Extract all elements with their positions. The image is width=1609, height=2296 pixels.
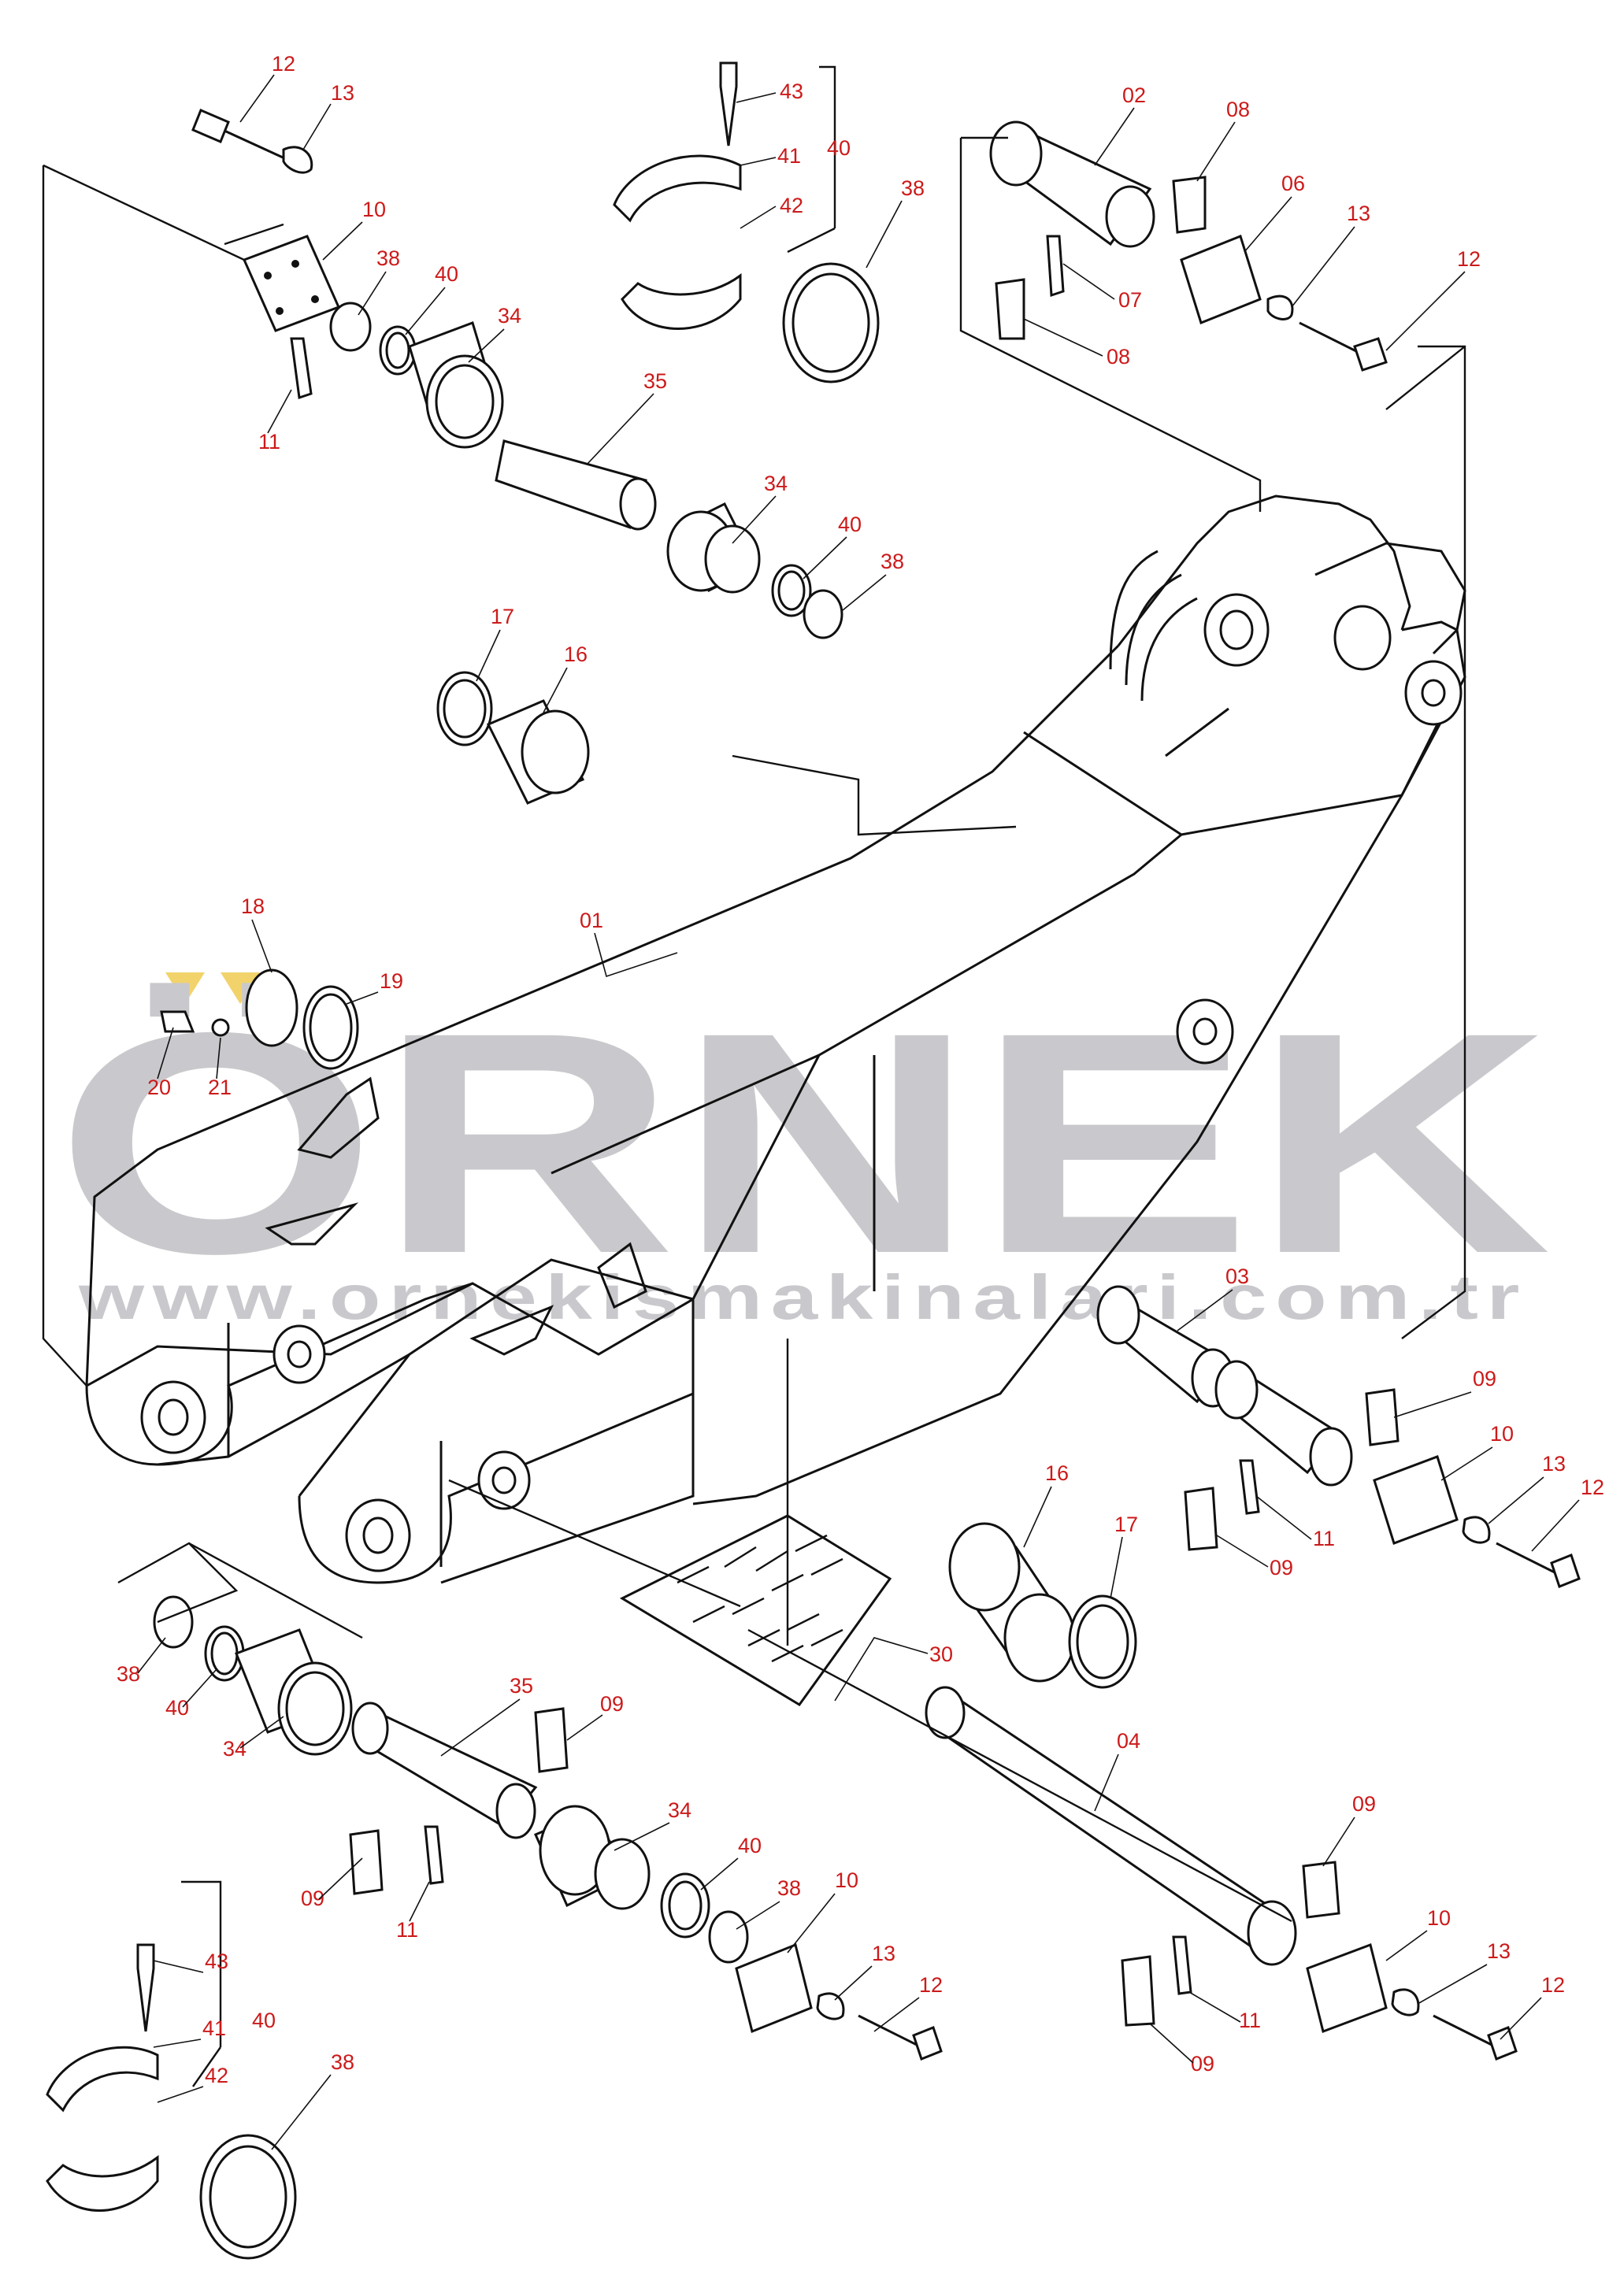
callout-label: 40 [738, 1834, 762, 1857]
callout-label: 06 [1281, 172, 1305, 195]
callout-label: 11 [258, 430, 280, 454]
callout-label: 38 [376, 246, 400, 270]
callout-label: 35 [643, 369, 667, 393]
callout-label: 04 [1117, 1729, 1140, 1753]
callout-label: 41 [777, 144, 801, 168]
callout-label: 02 [1122, 83, 1146, 107]
callout-label: 13 [1347, 202, 1370, 225]
callout-label: 09 [301, 1887, 324, 1910]
callout-label: 40 [165, 1696, 189, 1720]
callout-label: 38 [901, 176, 925, 200]
callout-label: 13 [331, 81, 354, 105]
callout-label: 40 [252, 2009, 276, 2032]
callout-label: 38 [777, 1876, 801, 1900]
callout-label: 11 [1313, 1527, 1335, 1550]
callout-label: 09 [1352, 1792, 1376, 1816]
callout-label: 17 [1114, 1513, 1138, 1536]
assembly-dashed-lines [42, 65, 1466, 2087]
callout-label: 01 [580, 909, 603, 932]
callout-label: 09 [1473, 1367, 1496, 1391]
callout-label: 08 [1107, 345, 1130, 368]
callout-label: 19 [380, 969, 403, 993]
callout-label: 40 [838, 513, 862, 536]
callout-label: 38 [117, 1662, 140, 1686]
callout-label: 34 [668, 1798, 691, 1822]
callout-label: 20 [147, 1076, 171, 1099]
callout-label: 42 [205, 2064, 228, 2087]
callout-labels: 12 13 10 11 38 40 34 35 34 40 38 43 41 4… [117, 52, 1604, 2087]
callout-label: 03 [1225, 1265, 1249, 1288]
callout-label: 38 [881, 550, 904, 573]
callout-label: 12 [1541, 1973, 1565, 1997]
callout-label: 34 [764, 472, 788, 495]
callout-label: 09 [1270, 1556, 1293, 1579]
boom-body [85, 494, 1466, 1584]
callout-label: 11 [396, 1918, 418, 1942]
callout-label: 40 [827, 136, 851, 160]
callout-label: 43 [205, 1950, 228, 1973]
callout-label: 34 [223, 1737, 247, 1761]
callout-label: 12 [1457, 247, 1481, 271]
callout-label: 41 [202, 2016, 226, 2040]
callout-label: 12 [919, 1973, 943, 1997]
callout-label: 30 [929, 1642, 953, 1666]
callout-label: 35 [510, 1674, 533, 1698]
callout-label: 10 [835, 1868, 858, 1892]
watermark-logo-icon [165, 972, 260, 1004]
callout-label: 08 [1226, 98, 1250, 121]
callout-label: 12 [272, 52, 295, 76]
callout-label: 18 [241, 894, 265, 918]
callout-label: 42 [780, 194, 803, 217]
parts [46, 61, 1581, 2260]
callout-label: 12 [1581, 1476, 1604, 1499]
callout-label: 34 [498, 304, 521, 328]
callout-label: 38 [331, 2050, 354, 2074]
callout-label: 10 [362, 198, 386, 221]
callout-label: 11 [1239, 2009, 1261, 2032]
callout-label: 09 [600, 1692, 624, 1716]
callout-label: 13 [1542, 1452, 1566, 1476]
callout-label: 16 [564, 643, 588, 666]
callout-label: 17 [491, 605, 514, 628]
callout-label: 10 [1427, 1906, 1451, 1930]
callout-label: 13 [872, 1942, 895, 1965]
watermark-url: www.ornekismakinalari.com.tr [78, 1262, 1528, 1332]
callout-label: 09 [1191, 2052, 1214, 2076]
callout-label: 07 [1118, 288, 1142, 312]
callout-label: 10 [1490, 1422, 1514, 1446]
callout-label: 13 [1487, 1939, 1511, 1963]
callout-label: 21 [208, 1076, 232, 1099]
callout-leaders [137, 74, 1580, 2150]
callout-label: 43 [780, 80, 803, 103]
callout-label: 16 [1045, 1461, 1069, 1485]
callout-label: 40 [435, 262, 458, 286]
